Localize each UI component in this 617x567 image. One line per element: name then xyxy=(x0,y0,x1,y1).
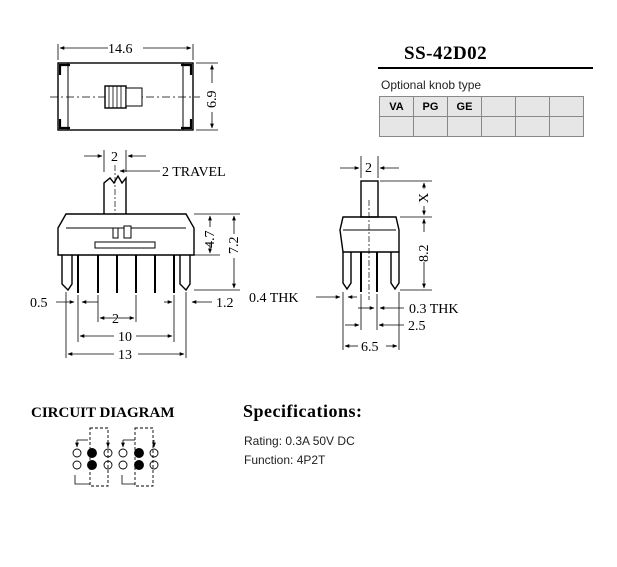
knob-cell-empty xyxy=(549,116,584,137)
part-number: SS-42D02 xyxy=(404,43,488,64)
front-pitch-label: 2 xyxy=(111,150,118,165)
pin-width-label: 0.5 xyxy=(30,296,48,311)
spec-function: Function: 4P2T xyxy=(244,453,326,467)
knob-cell-empty xyxy=(481,96,516,117)
total-span-label: 13 xyxy=(118,348,132,363)
optional-knob-table: VA PG GE xyxy=(379,96,584,137)
top-height-label: 6.9 xyxy=(205,91,220,109)
pin-offset-label: 1.2 xyxy=(216,296,234,311)
front-actuator xyxy=(103,174,127,214)
knob-row: VA PG GE xyxy=(379,96,584,117)
front-height-total-label: 7.2 xyxy=(227,237,242,255)
knob-cell-empty xyxy=(413,116,448,137)
travel-label: 2 TRAVEL xyxy=(162,165,226,180)
knob-cell-ge: GE xyxy=(447,96,482,117)
optional-knob-title: Optional knob type xyxy=(381,78,482,92)
side-pin-span-label: 2.5 xyxy=(408,319,426,334)
pin-pitch-label: 2 xyxy=(112,312,119,327)
front-height-upper-label: 4.7 xyxy=(203,231,218,249)
part-number-underline xyxy=(378,67,593,69)
circuit-diagram-title: CIRCUIT DIAGRAM xyxy=(31,405,175,421)
side-width-label: 6.5 xyxy=(361,340,379,355)
knob-row xyxy=(379,116,584,137)
specifications-title: Specifications: xyxy=(243,401,363,421)
side-actuator-label: 2 xyxy=(365,161,372,176)
knob-cell-empty xyxy=(481,116,516,137)
knob-cell-va: VA xyxy=(379,96,414,117)
side-view xyxy=(316,156,432,350)
circuit-diagram xyxy=(72,427,159,487)
knob-cell-empty xyxy=(549,96,584,117)
thk-left-label: 0.4 THK xyxy=(249,291,299,306)
top-width-label: 14.6 xyxy=(108,42,133,57)
top-view xyxy=(50,44,218,131)
pin-span-label: 10 xyxy=(118,330,132,345)
front-body xyxy=(57,213,195,256)
side-actuator xyxy=(360,180,379,218)
thk-right-label: 0.3 THK xyxy=(409,302,459,317)
front-view xyxy=(56,150,240,358)
knob-cell-empty xyxy=(515,96,550,117)
side-x-label: X xyxy=(417,193,432,203)
side-height-label: 8.2 xyxy=(417,245,432,263)
top-view-knob xyxy=(104,85,127,109)
spec-rating: Rating: 0.3A 50V DC xyxy=(244,434,355,448)
knob-cell-empty xyxy=(379,116,414,137)
side-body xyxy=(339,216,400,253)
knob-cell-empty xyxy=(447,116,482,137)
top-view-body xyxy=(57,62,194,131)
knob-cell-empty xyxy=(515,116,550,137)
knob-cell-pg: PG xyxy=(413,96,448,117)
